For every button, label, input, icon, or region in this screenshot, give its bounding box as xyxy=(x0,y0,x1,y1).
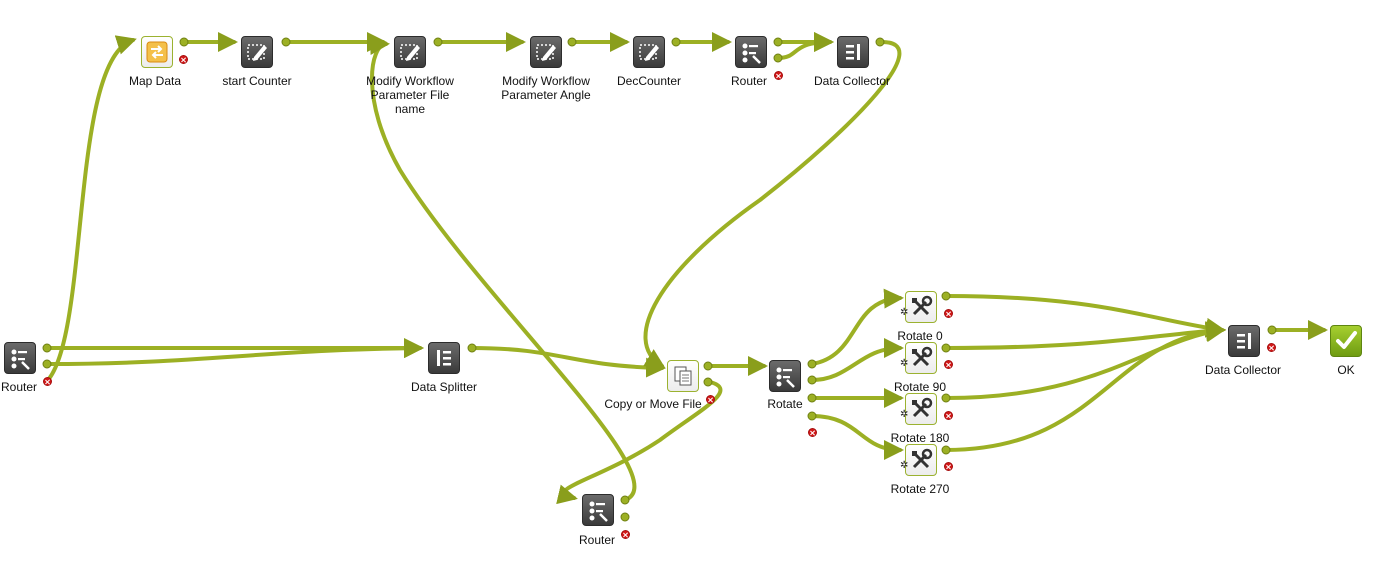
router-top-node[interactable] xyxy=(735,36,767,68)
label-line: Parameter File xyxy=(370,88,450,102)
error-x-icon[interactable] xyxy=(43,377,52,386)
error-x-icon[interactable] xyxy=(621,530,630,539)
error-x-icon[interactable] xyxy=(944,411,953,420)
label-line: Modify Workflow xyxy=(366,74,454,88)
wire xyxy=(46,338,424,366)
pencil-script-icon xyxy=(400,44,420,61)
node-label: Router xyxy=(0,380,38,394)
node-label: Router xyxy=(578,533,616,547)
router-bottom-node[interactable] xyxy=(582,494,614,526)
label-line: Modify Workflow xyxy=(502,74,590,88)
start-counter-node[interactable] xyxy=(241,36,273,68)
node-label: Rotate 0 xyxy=(897,329,943,343)
label-line: name xyxy=(394,102,426,116)
node-label: Data Splitter xyxy=(410,380,478,394)
error-x-icon[interactable] xyxy=(808,428,817,437)
node-label: start Counter xyxy=(222,74,292,88)
rotate-90-node[interactable] xyxy=(905,342,937,374)
wire xyxy=(944,294,1226,338)
router-icon xyxy=(742,43,761,64)
data-collector-top-node[interactable] xyxy=(837,36,869,68)
rotate-0-node[interactable] xyxy=(905,291,937,323)
rotate-270-node[interactable] xyxy=(905,444,937,476)
node-label: Data Collector xyxy=(1204,363,1282,377)
node-label: Rotate xyxy=(767,397,803,411)
rotate-180-node[interactable] xyxy=(905,393,937,425)
data-collector-icon xyxy=(1237,333,1251,349)
node-label: Rotate 180 xyxy=(890,431,950,445)
data-collector-right-node[interactable] xyxy=(1228,325,1260,357)
pencil-script-icon xyxy=(639,44,659,61)
node-label: Modify Workflow Parameter File name xyxy=(355,74,465,116)
node-label: Modify Workflow Parameter Angle xyxy=(490,74,602,102)
error-x-icon[interactable] xyxy=(944,462,953,471)
error-x-icon[interactable] xyxy=(944,360,953,369)
error-x-icon[interactable] xyxy=(179,55,188,64)
pencil-script-icon xyxy=(536,44,556,61)
map-data-icon xyxy=(146,41,168,63)
tools-icon xyxy=(912,448,933,469)
dec-counter-node[interactable] xyxy=(633,36,665,68)
pencil-script-icon xyxy=(247,44,267,61)
router-icon xyxy=(776,367,795,388)
router-icon xyxy=(11,349,30,370)
ok-node[interactable] xyxy=(1330,325,1362,357)
modify-file-name-node[interactable] xyxy=(394,36,426,68)
router-icon xyxy=(589,501,608,522)
error-x-icon[interactable] xyxy=(774,71,783,80)
wire xyxy=(643,39,902,369)
node-label: DecCounter xyxy=(616,74,682,88)
tools-icon xyxy=(912,295,933,316)
node-label: Rotate 270 xyxy=(890,482,950,496)
tools-icon xyxy=(912,346,933,367)
modify-angle-node[interactable] xyxy=(530,36,562,68)
copy-move-node[interactable] xyxy=(667,360,699,392)
router-left-node[interactable] xyxy=(4,342,36,374)
gear-icon: ✲ xyxy=(900,460,909,471)
node-label: Router xyxy=(730,74,768,88)
wire xyxy=(776,32,834,60)
wire xyxy=(944,322,1226,400)
wire xyxy=(470,346,666,378)
wire xyxy=(944,321,1226,350)
gear-icon: ✲ xyxy=(900,307,909,318)
error-x-icon[interactable] xyxy=(1267,343,1276,352)
checkmark-icon xyxy=(1336,331,1357,349)
data-splitter-node[interactable] xyxy=(428,342,460,374)
node-label: Copy or Move File xyxy=(604,397,702,411)
wire xyxy=(944,321,1226,452)
wire xyxy=(46,35,137,382)
node-label: Map Data xyxy=(128,74,182,88)
node-label: Rotate 90 xyxy=(893,380,947,394)
node-label: Data Collector xyxy=(813,74,891,88)
wire xyxy=(810,338,904,382)
data-splitter-icon xyxy=(437,350,451,366)
tools-icon xyxy=(912,397,933,418)
label-line: Parameter Angle xyxy=(501,88,591,102)
node-label: OK xyxy=(1337,363,1355,377)
copy-file-icon xyxy=(674,366,692,386)
gear-icon: ✲ xyxy=(900,358,909,369)
error-x-icon[interactable] xyxy=(944,309,953,318)
map-data-node[interactable] xyxy=(141,36,173,68)
error-x-icon[interactable] xyxy=(706,395,715,404)
rotate-router-node[interactable] xyxy=(769,360,801,392)
data-collector-icon xyxy=(846,44,860,60)
gear-icon: ✲ xyxy=(900,409,909,420)
